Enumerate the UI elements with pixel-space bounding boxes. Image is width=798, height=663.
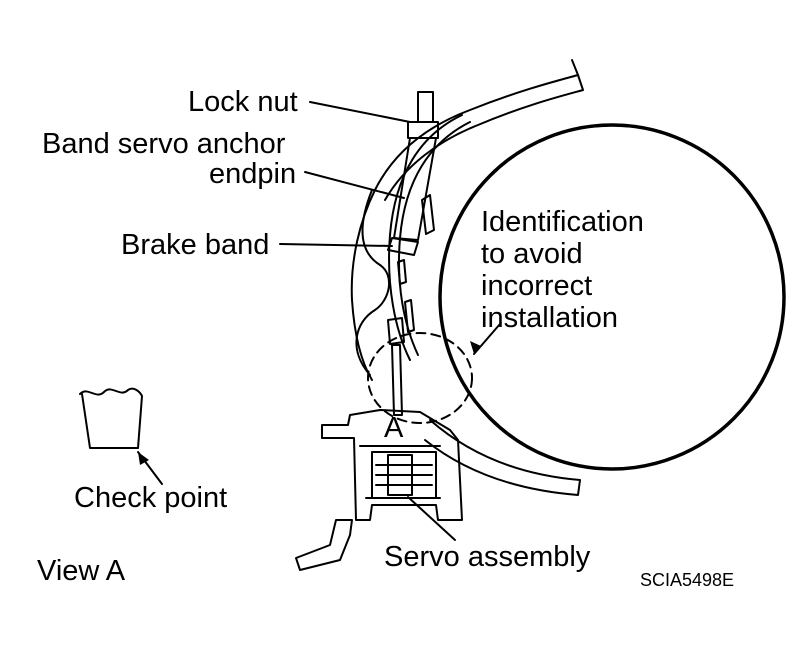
band-lining-upper [421,194,435,235]
servo-strut [387,317,405,345]
arrowhead-identification [470,341,481,354]
label-check-point: Check point [74,482,228,514]
leader-anchor-endpin [304,171,405,199]
band-lining-mid [397,259,407,285]
check-point-shape [79,387,143,449]
case-bend [355,189,390,376]
brake-drum [438,123,786,471]
arrowhead-check-point [138,452,149,465]
label-brake-band: Brake band [121,229,270,261]
label-to-avoid: to avoid [481,238,583,270]
label-incorrect: incorrect [481,270,593,302]
servo-housing [321,409,463,521]
anchor-endpin-body [393,137,437,241]
servo-inner-line [359,445,441,499]
band-lining-lower [404,299,415,333]
leader-servo-assembly [407,496,456,541]
servo-mount-foot [295,519,353,571]
servo-stem [391,344,403,416]
lock-nut-shape [407,121,439,139]
identification-circle [367,332,473,424]
label-identification: Identification [481,206,644,238]
servo-spring [375,464,433,486]
case-lower-sweep [424,419,581,496]
case-right-edge [571,59,584,91]
leader-lock-nut [309,101,411,123]
label-servo-assembly: Servo assembly [384,541,591,573]
label-endpin: endpin [209,158,297,190]
label-view-marker: A [384,412,404,444]
label-lock-nut: Lock nut [188,86,298,118]
label-view-a: View A [37,555,126,587]
leader-brake-band [279,243,393,247]
endpin-stud [417,91,434,123]
label-installation: installation [481,302,619,334]
figure-code: SCIA5498E [640,570,735,590]
label-band-servo-anchor: Band servo anchor [42,128,286,160]
